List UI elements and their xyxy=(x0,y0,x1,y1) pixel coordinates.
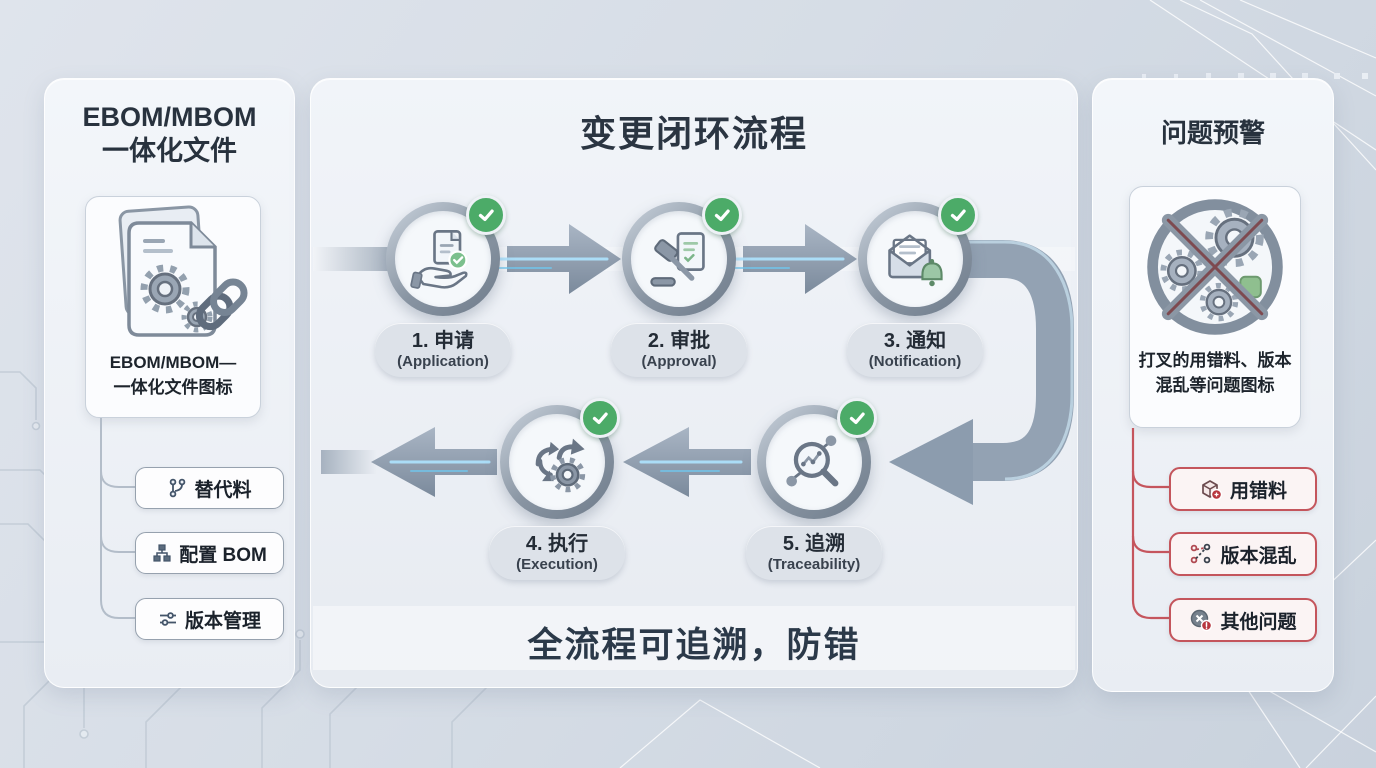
left-item-config-bom: 配置 BOM xyxy=(135,532,284,574)
step-circle-traceability xyxy=(757,398,877,519)
step-circle-notification xyxy=(858,195,978,316)
mail-bell-icon xyxy=(888,234,943,287)
hand-document-icon xyxy=(410,230,468,289)
step-label-notification: 3. 通知 (Notification) xyxy=(847,323,983,377)
check-icon xyxy=(849,412,865,425)
ebom-caption-line2: 一体化文件图标 xyxy=(113,377,233,397)
check-icon xyxy=(714,209,730,222)
step-circle-application xyxy=(386,195,506,316)
right-item-other-problems: 其他问题 xyxy=(1169,598,1317,642)
scattered-nodes-icon xyxy=(1191,543,1211,564)
check-badge xyxy=(837,398,877,438)
step-circle-approval xyxy=(622,195,742,316)
step-label-en: (Notification) xyxy=(868,353,962,370)
check-badge xyxy=(702,195,742,235)
footer-slogan: 全流程可追溯，防错 xyxy=(527,626,861,665)
flow-arrows xyxy=(311,224,1074,505)
step-label-en: (Traceability) xyxy=(767,556,861,573)
step-label-zh: 5. 追溯 xyxy=(782,533,846,555)
step-label-en: (Approval) xyxy=(641,353,717,370)
warning-caption-line1: 打叉的用错料、版本 xyxy=(1138,351,1292,370)
warning-card-caption: 打叉的用错料、版本 混乱等问题图标 xyxy=(1139,349,1292,398)
sliders-icon xyxy=(159,612,176,626)
arrow-step4-exit xyxy=(371,427,497,497)
center-panel: 变更闭环流程 xyxy=(310,78,1078,688)
circle-x-icon xyxy=(1191,609,1213,632)
left-item-alternate-material: 替代料 xyxy=(135,467,284,509)
right-item-label: 其他问题 xyxy=(1220,611,1297,633)
document-gears-chain-icon xyxy=(118,205,248,337)
step-label-zh: 3. 通知 xyxy=(883,330,947,352)
arrow-step5-to-step4 xyxy=(623,427,751,497)
ebom-mbom-icon-card: EBOM/MBOM— 一体化文件图标 xyxy=(85,196,261,418)
right-panel: 问题预警 xyxy=(1092,78,1334,692)
left-item-label: 配置 BOM xyxy=(179,544,267,566)
right-item-version-chaos: 版本混乱 xyxy=(1169,532,1317,576)
step-label-execution: 4. 执行 (Execution) xyxy=(489,526,625,580)
footer-band xyxy=(313,606,1075,670)
check-badge xyxy=(580,398,620,438)
hierarchy-icon xyxy=(153,544,171,562)
step-circle-inner xyxy=(395,211,491,307)
step-label-approval: 2. 审批 (Approval) xyxy=(611,323,747,377)
step-label-en: (Application) xyxy=(397,353,489,370)
magnifier-nodes-icon xyxy=(786,435,839,487)
right-item-label: 用错料 xyxy=(1229,480,1287,502)
step-label-application: 1. 申请 (Application) xyxy=(375,323,511,377)
gavel-document-icon xyxy=(650,232,705,287)
left-panel: EBOM/MBOM 一体化文件 xyxy=(44,78,295,688)
step-label-zh: 2. 审批 xyxy=(647,330,711,352)
branch-icon xyxy=(170,478,186,498)
left-title-line2: 一体化文件 xyxy=(102,135,237,166)
left-item-label: 替代料 xyxy=(194,479,252,501)
problem-warning-icon-card: 打叉的用错料、版本 混乱等问题图标 xyxy=(1129,186,1301,428)
check-badge xyxy=(466,195,506,235)
warning-caption-line2: 混乱等问题图标 xyxy=(1155,375,1275,395)
left-title-line1: EBOM/MBOM xyxy=(82,102,257,132)
right-item-wrong-material: 用错料 xyxy=(1169,467,1317,511)
step-label-en: (Execution) xyxy=(516,556,598,573)
step-circle-execution xyxy=(500,398,620,519)
crossed-out-gears-icon xyxy=(1147,199,1283,335)
step-label-zh: 4. 执行 xyxy=(525,533,589,555)
center-panel-title: 变更闭环流程 xyxy=(579,113,808,154)
ebom-card-caption: EBOM/MBOM— 一体化文件图标 xyxy=(110,351,237,400)
check-icon xyxy=(592,412,608,425)
left-panel-title: EBOM/MBOM 一体化文件 xyxy=(45,101,294,169)
step-label-zh: 1. 申请 xyxy=(411,330,475,352)
exit-flow-band xyxy=(321,450,377,474)
right-panel-title: 问题预警 xyxy=(1160,118,1265,148)
left-item-label: 版本管理 xyxy=(184,610,261,632)
check-badge xyxy=(938,195,978,235)
right-item-label: 版本混乱 xyxy=(1220,545,1297,567)
step-label-traceability: 5. 追溯 (Traceability) xyxy=(746,526,882,580)
sync-gear-icon xyxy=(535,438,586,493)
left-item-version-management: 版本管理 xyxy=(135,598,284,640)
ebom-caption-line1: EBOM/MBOM— xyxy=(109,353,237,372)
check-icon xyxy=(950,209,966,222)
curve-arrowhead xyxy=(889,419,973,505)
wrong-material-box-icon xyxy=(1202,480,1223,501)
check-icon xyxy=(478,209,494,222)
